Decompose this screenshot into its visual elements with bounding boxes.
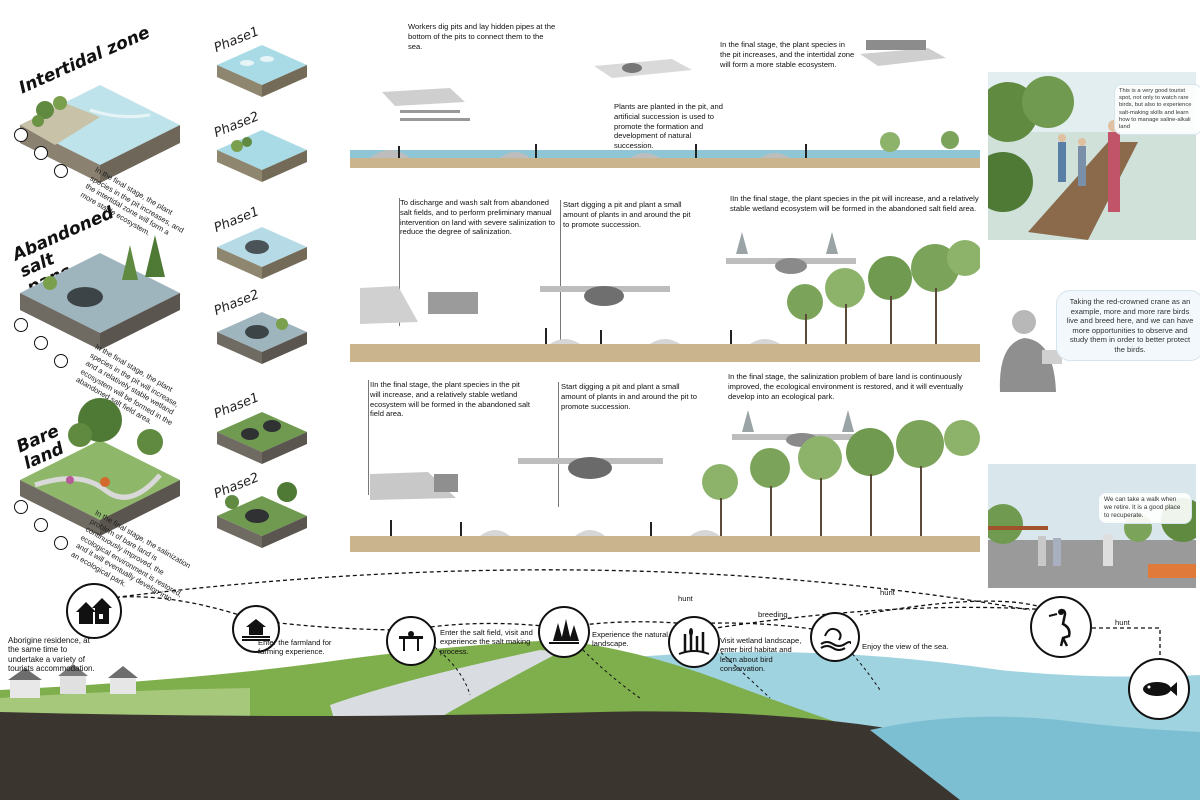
row2-leader-1 (399, 198, 400, 326)
clock-icon (14, 500, 28, 514)
salt-pans-phase2-block (217, 312, 307, 364)
row3-step2-text: Start digging a pit and plant a small am… (561, 382, 697, 411)
sea-view-text: Enjoy the view of the sea. (862, 642, 949, 651)
row3-step1-text: IIn the final stage, the plant species i… (370, 380, 530, 419)
hunt-label-3: hunt (1115, 618, 1130, 627)
row3-pit-diagram (518, 457, 663, 479)
salt-field-icon (386, 616, 436, 666)
salt-field-text: Enter the salt field, visit and experien… (440, 628, 533, 656)
residence-icon (66, 583, 122, 639)
hunt-label-2: hunt (880, 588, 895, 597)
hand-icon (34, 518, 48, 532)
intertidal-phase1-block (217, 45, 307, 97)
row3-workers-diagram (370, 472, 458, 500)
clock-icon (14, 128, 28, 142)
row2-leader-2 (560, 200, 561, 340)
eye-icon (54, 354, 68, 368)
breeding-label: breeding (758, 610, 788, 619)
row1-step3-text: In the final stage, the plant species in… (720, 40, 855, 69)
row1-planting-diagram (594, 59, 692, 78)
row2-step2-text: Start digging a pit and plant a small am… (563, 200, 691, 229)
boardwalk-render (988, 72, 1196, 240)
farmland-icon (232, 605, 280, 653)
salt-pans-phase1-block (217, 227, 307, 279)
clock-icon (14, 318, 28, 332)
row2-step1-text: To discharge and wash salt from abandone… (400, 198, 555, 237)
intertidal-block (20, 85, 180, 183)
row1-pipe-diagram (382, 88, 470, 121)
bare-land-phase1-block (217, 412, 307, 464)
row2-section-strip (350, 240, 980, 362)
hunt-label-1: hunt (678, 594, 693, 603)
landscape-section (0, 640, 1200, 800)
boardwalk-callout: This is a very good tourist spot, not on… (1114, 84, 1200, 136)
row3-leader-1 (368, 380, 369, 495)
plaza-callout: We can take a walk when we retire. It is… (1098, 492, 1192, 524)
plaza-render (988, 464, 1196, 588)
row2-workers-diagram (360, 286, 478, 324)
zone-panel: Intertidal zone In the final stage, the … (0, 0, 330, 603)
birdwatcher-figure (999, 310, 1062, 392)
forest-text: Experience the natural landscape. (592, 630, 668, 649)
crane-icon (1030, 596, 1092, 658)
wetland-text: Visit wetland landscape, enter bird habi… (720, 636, 802, 674)
row3-step3-text: In the final stage, the salinization pro… (728, 372, 964, 401)
fish-icon (1128, 658, 1190, 720)
row1-step2-text: Plants are planted in the pit, and artif… (614, 102, 723, 151)
intertidal-phase2-block (217, 130, 307, 182)
forest-icon (538, 606, 590, 658)
hand-icon (34, 336, 48, 350)
hand-icon (34, 146, 48, 160)
row3-section-strip (350, 420, 980, 552)
bare-land-block (20, 398, 180, 536)
row2-final-diagram (726, 232, 856, 274)
sea-view-icon (810, 612, 860, 662)
bare-land-phase2-block (217, 482, 307, 548)
residence-text: Aborigine residence, at the same time to… (8, 636, 95, 674)
row1-section-strip (350, 131, 980, 168)
crane-callout: Taking the red-crowned crane as an examp… (1056, 290, 1200, 361)
row3-leader-2 (558, 382, 559, 507)
farmland-text: Enter the farmland for farming experienc… (258, 638, 332, 657)
eye-icon (54, 164, 68, 178)
row2-pit-diagram (540, 286, 670, 306)
salt-pans-block (20, 235, 180, 350)
row1-final-diagram (860, 40, 946, 66)
row2-step3-text: IIn the final stage, the plant species i… (730, 194, 979, 213)
wetland-icon (668, 616, 720, 668)
eye-icon (54, 536, 68, 550)
row1-step1-text: Workers dig pits and lay hidden pipes at… (408, 22, 556, 51)
